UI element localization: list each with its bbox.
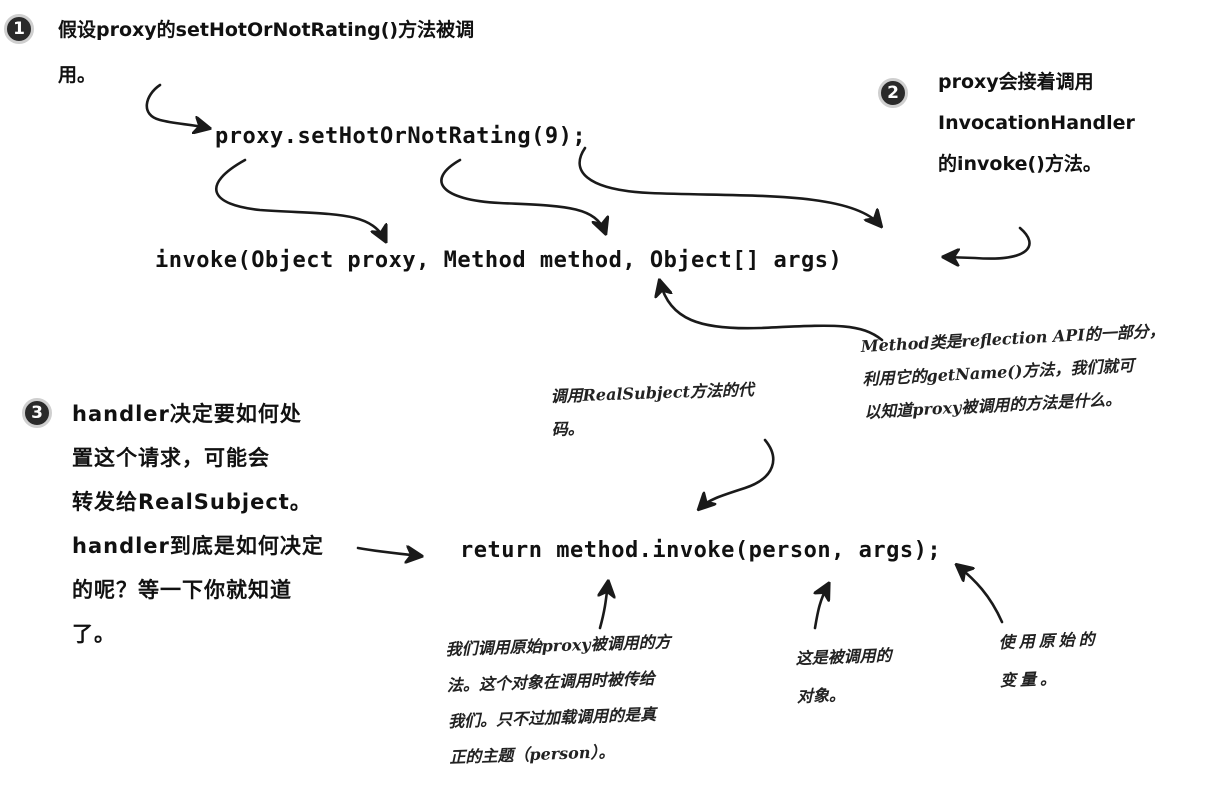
step-3-line-1: handler决定要如何处 bbox=[72, 402, 302, 426]
step-1-badge: 1 bbox=[4, 14, 34, 44]
arrow-method-to-method-param bbox=[440, 158, 605, 232]
original-args-note-line-1: 使用原始的 bbox=[998, 629, 1099, 652]
arrow-proxy-to-proxy-param bbox=[215, 158, 385, 240]
step-1-number: 1 bbox=[13, 19, 25, 39]
arrow-step2-to-invoke bbox=[945, 226, 1031, 259]
step-2-line-1: proxy会接着调用 bbox=[938, 71, 1094, 93]
step-2-callout: proxy会接着调用 InvocationHandler 的invoke()方法… bbox=[938, 62, 1135, 185]
arrow-invoked-object-to-person bbox=[815, 585, 828, 630]
arrow-original-args-to-args bbox=[958, 566, 1004, 624]
original-args-note-line-2: 变量。 bbox=[999, 668, 1061, 690]
step-3-line-3: 转发给RealSubject。 bbox=[72, 490, 312, 514]
step-3-callout: handler决定要如何处 置这个请求，可能会 转发给RealSubject。 … bbox=[72, 392, 324, 656]
arrow-args-to-args-param bbox=[578, 146, 880, 225]
arrow-step3-to-return bbox=[356, 548, 420, 556]
invoked-object-note: 这是被调用的 对象。 bbox=[795, 637, 894, 716]
original-call-note: 我们调用原始proxy被调用的方 法。这个对象在调用时被传给 我们。只不过加载调… bbox=[445, 624, 675, 776]
arrow-step1-to-call bbox=[145, 83, 208, 128]
step-2-line-2: InvocationHandler bbox=[938, 112, 1135, 134]
step-3-line-4: handler到底是如何决定 bbox=[72, 534, 324, 558]
step-1-line-2: 用。 bbox=[58, 64, 97, 86]
proxy-call-code: proxy.setHotOrNotRating(9); bbox=[215, 124, 587, 149]
arrow-method-note-to-invoke bbox=[660, 282, 884, 342]
step-2-badge: 2 bbox=[878, 78, 908, 108]
invoked-object-note-line-1: 这是被调用的 bbox=[795, 645, 892, 668]
invoked-object-note-line-2: 对象。 bbox=[796, 685, 846, 706]
step-3-badge: 3 bbox=[22, 398, 52, 428]
step-3-line-2: 置这个请求，可能会 bbox=[72, 446, 270, 470]
return-statement-code: return method.invoke(person, args); bbox=[460, 538, 942, 563]
arrow-original-call-to-method bbox=[600, 583, 608, 630]
step-2-number: 2 bbox=[887, 83, 899, 103]
arrow-realsubject-note-to-return bbox=[700, 438, 775, 508]
invoke-signature-code: invoke(Object proxy, Method method, Obje… bbox=[155, 248, 843, 273]
step-2-line-3: 的invoke()方法。 bbox=[938, 153, 1102, 175]
step-3-line-5: 的呢？等一下你就知道 bbox=[72, 578, 292, 602]
step-1-line-1: 假设proxy的setHotOrNotRating()方法被调 bbox=[58, 19, 475, 41]
original-args-note: 使用原始的 变量。 bbox=[998, 621, 1101, 700]
step-3-number: 3 bbox=[31, 403, 43, 423]
step-3-line-6: 了。 bbox=[72, 622, 116, 646]
step-1-callout: 假设proxy的setHotOrNotRating()方法被调 用。 bbox=[58, 8, 474, 98]
realsubject-code-note: 调用RealSubject方法的代 码。 bbox=[550, 373, 756, 446]
method-class-note: Method类是reflection API的一部分， 利用它的getName(… bbox=[860, 314, 1169, 429]
